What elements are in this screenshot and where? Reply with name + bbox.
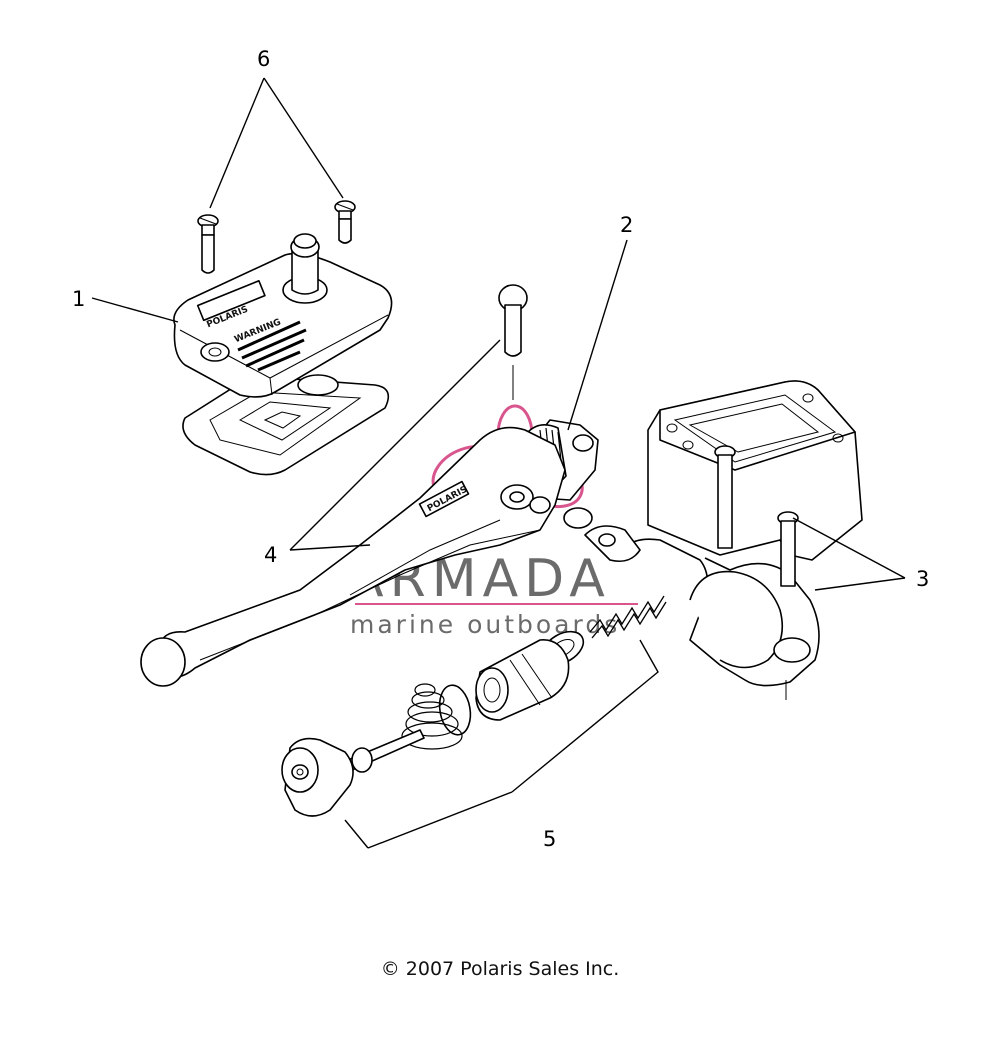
cover-warning-lines	[237, 320, 307, 372]
callout-2: 2	[620, 213, 633, 237]
screw-right	[334, 200, 356, 244]
copyright-notice: © 2007 Polaris Sales Inc.	[380, 958, 620, 980]
part-4-pivot-pin	[498, 284, 528, 400]
callout-1: 1	[72, 287, 85, 311]
brake-lever: POLARIS	[140, 426, 566, 687]
screw-left	[197, 214, 219, 274]
part-3-clamp-bolts	[714, 445, 799, 587]
lever-logo-plate	[418, 480, 470, 518]
part-5-piston-assembly	[281, 595, 667, 817]
callout-4: 4	[264, 543, 277, 567]
part-6-screws	[197, 200, 356, 274]
leader-lines	[91, 77, 906, 849]
part-1-reservoir-cover: POLARIS WARNING	[173, 233, 393, 476]
callout-6: 6	[257, 47, 270, 71]
cover-logo-plate	[196, 279, 266, 322]
callout-5: 5	[543, 827, 556, 851]
callouts: 6 1 2 4 3 5	[72, 47, 929, 851]
callout-3: 3	[916, 567, 929, 591]
master-cylinder-body	[563, 380, 863, 700]
